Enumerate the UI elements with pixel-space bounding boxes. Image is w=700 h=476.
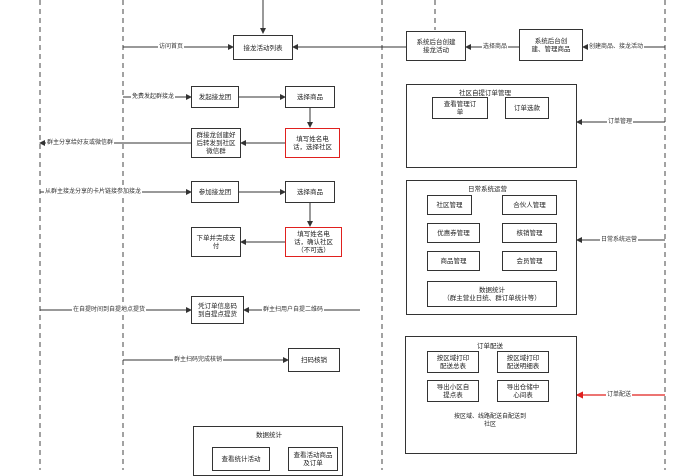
delivery-title: 订单配送 (477, 342, 503, 350)
data-stats-node: 数据统计 （群主营业日统、群订单统计等） (427, 281, 557, 307)
group-share-node: 群接龙创建好 后转发到社区 微信群 (191, 128, 241, 158)
start-solitaire-node: 发起接龙团 (191, 86, 239, 108)
label-daily-ops: 日常系统运营 (600, 236, 639, 244)
community-orders-title: 社区自提订单管理 (459, 89, 511, 97)
backend-goods-node: 系统后台创 建、管理商品 (519, 29, 583, 61)
print-summary-node: 按区域打印 配送总表 (427, 351, 479, 373)
partner-mgmt-node: 合伙人管理 (502, 195, 557, 215)
coupon-mgmt-node: 优惠券管理 (427, 223, 480, 243)
label-free-start: 免费发起群接龙 (131, 93, 176, 101)
lane-separators (39, 0, 666, 470)
label-select-goods: 选择商品 (482, 43, 509, 51)
view-stats-node: 查看统计活动 (212, 447, 270, 471)
label-from-share: 从群主接龙分享的卡片链接参加接龙 (44, 188, 143, 196)
label-create-goods: 创建商品、接龙活动 (588, 43, 645, 51)
view-orders-node: 查看管理订 单 (432, 97, 488, 119)
daily-ops-group (406, 180, 577, 315)
fill-name-phone-node-1: 填写姓名电 话，选择社区 (285, 128, 340, 158)
select-goods-node-2: 选择商品 (285, 181, 335, 203)
community-mgmt-node: 社区管理 (427, 195, 472, 215)
label-pickup-at-time: 在自提时间到自提地点提货 (72, 306, 147, 314)
fill-name-phone-node-2: 填写姓名电 话，确认社区 （不可选） (285, 227, 342, 257)
pickup-code-node: 凭订单信息码 到自提点提货 (191, 296, 244, 324)
delivery-group (405, 336, 577, 454)
daily-ops-title: 日常系统运营 (468, 185, 507, 193)
stats-group-title: 数据统计 (256, 431, 282, 439)
view-goods-orders-node: 查看活动商品 及订单 (288, 447, 338, 471)
goods-mgmt-node: 商品管理 (427, 251, 480, 271)
label-owner-scan-user: 群主扫用户自提二维码 (262, 306, 325, 314)
label-order-mgmt: 订单管理 (607, 118, 634, 126)
delivery-note: 按区域、线路配送自配送到 社区 (453, 413, 526, 428)
label-owner-share: 群主分享给好友或微信群 (46, 139, 115, 147)
backend-create-node: 系统后台创建 接龙活动 (406, 31, 466, 61)
label-owner-scan-verify: 群主扫码完成核销 (173, 356, 224, 364)
label-delivery: 订单配送 (606, 391, 633, 399)
export-pickup-node: 导出小区自 提点表 (427, 380, 479, 402)
solitaire-list-node: 接龙活动列表 (233, 35, 293, 60)
community-orders-group (406, 84, 577, 168)
member-mgmt-node: 会员管理 (502, 251, 557, 271)
verify-mgmt-node: 核销管理 (502, 223, 557, 243)
select-goods-node-1: 选择商品 (285, 86, 335, 108)
export-warehouse-node: 导出仓储中 心间表 (497, 380, 549, 402)
order-pay-node: 下单并完成支 付 (191, 227, 241, 257)
scan-verify-node: 扫码核销 (288, 348, 340, 372)
print-detail-node: 按区域打印 配送明细表 (497, 351, 549, 373)
label-visit-home: 访问首页 (158, 43, 185, 51)
join-solitaire-node: 参加接龙团 (191, 181, 239, 203)
order-selection-node: 订单选款 (505, 97, 549, 119)
